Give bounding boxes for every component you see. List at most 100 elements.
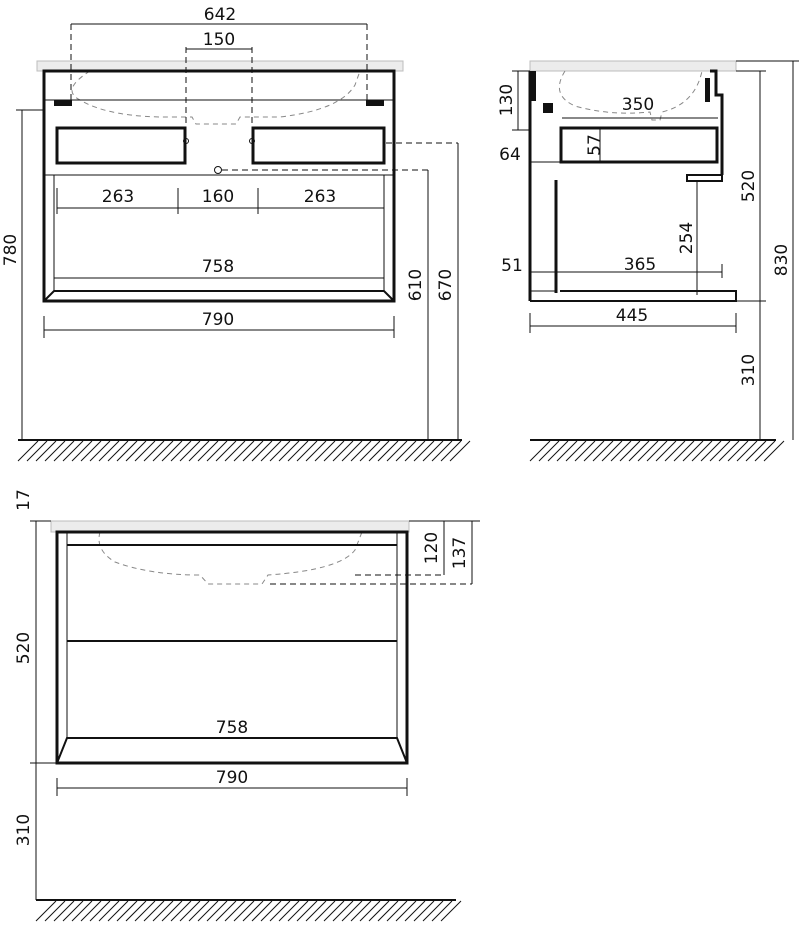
hatch-line [691,440,713,462]
hatch-line [745,440,767,462]
hatch-line [143,440,165,462]
hatch-line [431,900,453,922]
hatch-line [161,440,183,462]
hatch-line [278,440,300,462]
bottom-floor-hatch [35,900,462,922]
hatch-line [619,440,641,462]
hatch-line [260,440,282,462]
hatch-line [422,440,444,462]
hatch-line [206,900,228,922]
hatch-line [116,900,138,922]
hatch-line [215,440,237,462]
hatch-line [44,900,66,922]
side-basin-outline [558,70,703,121]
hatch-line [323,900,345,922]
dim-drawer-right: 263 [304,187,336,207]
hatch-line [404,900,426,922]
hatch-line [359,900,381,922]
hatch-line [404,440,426,462]
hatch-line [449,440,471,462]
dim-basin-width: 642 [204,5,236,25]
dim-top-thickness: 17 [14,489,34,511]
hatch-line [179,440,201,462]
hatch-line [538,440,560,462]
hatch-line [233,900,255,922]
hatch-line [556,440,578,462]
hatch-line [305,900,327,922]
dim-center-offset: 150 [203,30,235,50]
hatch-line [440,440,462,462]
dim-outer-width: 790 [202,310,234,330]
hatch-line [170,900,192,922]
hatch-line [53,900,75,922]
hatch-line [350,900,372,922]
hatch-line [305,440,327,462]
hatch-line [206,440,228,462]
hatch-line [269,900,291,922]
hatch-line [53,440,75,462]
hatch-line [296,900,318,922]
dim-bottom-mount-height: 310 [14,814,34,846]
dim-side-drawer-height: 57 [585,134,605,156]
hatch-line [664,440,686,462]
hatch-line [646,440,668,462]
front-floor-hatch [17,440,471,462]
hatch-line [35,440,57,462]
side-drawer [559,126,719,164]
side-view: 130 350 64 57 254 51 365 445 520 310 [497,60,799,462]
dim-side-inner-height: 254 [677,222,697,254]
bottom-basin-outline [98,531,363,585]
hatch-line [35,900,57,922]
front-cabinet-frame [42,69,396,303]
front-drawer-right [251,126,386,165]
hatch-line [727,440,749,462]
hatch-line [44,440,66,462]
hatch-line [17,440,39,462]
hatch-line [709,440,731,462]
dim-basin-depth: 350 [622,95,654,115]
hatch-line [89,900,111,922]
hatch-line [125,900,147,922]
hatch-line [377,900,399,922]
hatch-line [673,440,695,462]
hatch-line [610,440,632,462]
front-view: 642 150 263 160 263 758 790 780 610 [1,5,471,462]
hatch-line [314,900,336,922]
hatch-line [26,440,48,462]
dim-side-total-height: 830 [772,244,792,276]
hatch-line [260,900,282,922]
hatch-line [296,440,318,462]
hatch-line [413,900,435,922]
hatch-line [736,440,758,462]
hatch-line [332,900,354,922]
hatch-line [754,440,776,462]
hatch-line [323,440,345,462]
dim-side-cabinet-height: 520 [739,170,759,202]
hatch-line [637,440,659,462]
hatch-line [368,900,390,922]
dim-drain-height: 610 [406,269,426,301]
hatch-line [395,440,417,462]
hatch-line [565,440,587,462]
hatch-line [197,440,219,462]
hatch-line [431,440,453,462]
hatch-line [278,900,300,922]
dim-water-height: 670 [436,269,456,301]
hatch-line [224,440,246,462]
hatch-line [233,440,255,462]
hatch-line [125,440,147,462]
dim-drain-depth: 137 [450,537,470,569]
hatch-line [341,900,363,922]
dim-bowl-depth: 120 [422,532,442,564]
hatch-line [601,440,623,462]
bottom-view: 17 520 310 120 137 758 790 [14,489,480,922]
hatch-line [287,440,309,462]
hatch-line [161,900,183,922]
front-drain-circle [214,166,222,174]
hatch-line [188,900,210,922]
hatch-line [386,440,408,462]
hatch-line [682,440,704,462]
dim-plinth-offset: 51 [501,256,523,276]
dim-drawer-left: 263 [102,187,134,207]
hatch-line [547,440,569,462]
